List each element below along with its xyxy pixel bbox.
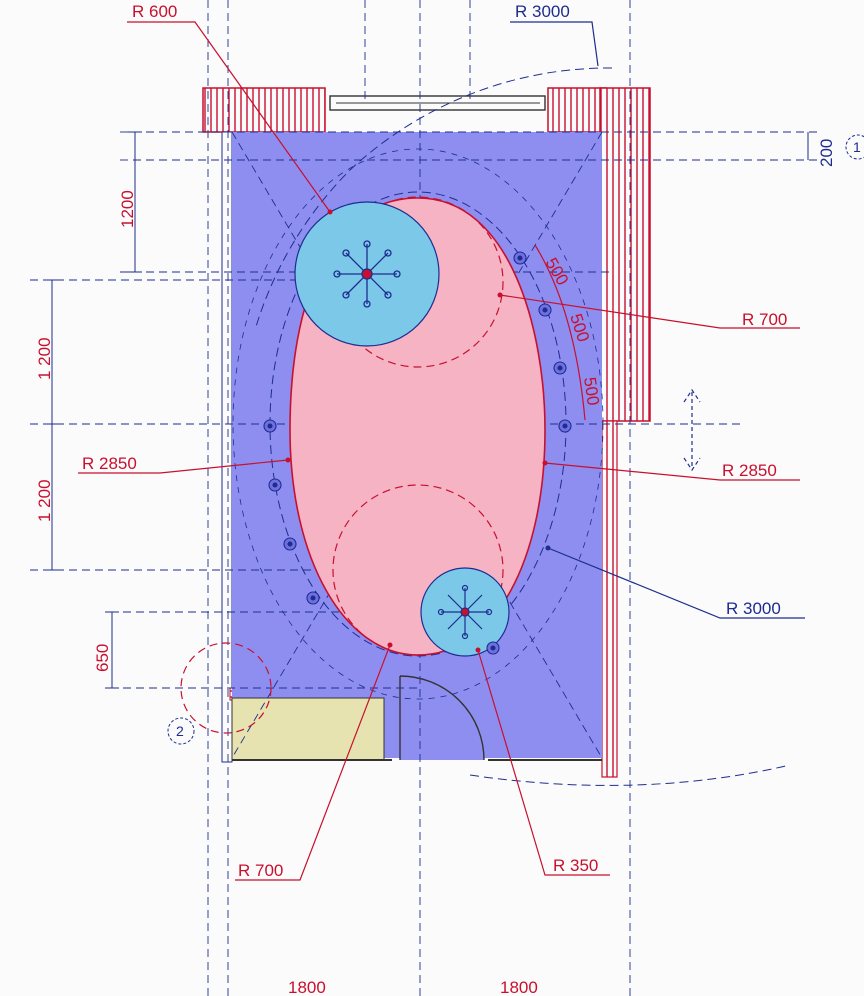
leader-r700-right bbox=[499, 294, 800, 329]
wall-top-right-pier bbox=[547, 87, 607, 133]
wall-left bbox=[221, 131, 233, 763]
label-r700-bottom: R 700 bbox=[238, 861, 283, 880]
section-mark-1: 1 bbox=[845, 134, 864, 160]
wall-right bbox=[599, 87, 651, 422]
leader-r2850-left bbox=[78, 459, 289, 474]
leader-r2850-right bbox=[544, 462, 800, 481]
dim-left-bottom: 650 bbox=[93, 644, 112, 672]
double-arrow-icon bbox=[683, 388, 701, 472]
arc-r700-bottom bbox=[332, 484, 504, 656]
dim-right-top: 200 bbox=[817, 139, 836, 167]
section-mark-1-label: 1 bbox=[853, 139, 861, 155]
leader-r600 bbox=[127, 21, 331, 213]
spotlight-icon bbox=[513, 251, 527, 265]
chandelier-small bbox=[420, 567, 510, 657]
spotlights bbox=[263, 251, 572, 655]
dim-left-lower: 1 200 bbox=[35, 479, 54, 522]
walls bbox=[202, 87, 651, 778]
dim-left-upper: 1200 bbox=[118, 190, 137, 228]
dimension-spacing-arc bbox=[534, 244, 586, 421]
leader-r3000-right bbox=[547, 547, 805, 619]
leader-r700-bottom bbox=[235, 644, 391, 881]
spotlight-icon bbox=[553, 361, 567, 375]
spotlight-icon bbox=[283, 537, 297, 551]
leader-r3000-top bbox=[510, 21, 599, 67]
chandelier-icon bbox=[437, 584, 493, 640]
bench bbox=[231, 697, 385, 761]
window-frame bbox=[329, 95, 546, 111]
inner-guide bbox=[232, 148, 604, 700]
chandelier-icon bbox=[333, 240, 401, 308]
label-r600: R 600 bbox=[132, 2, 177, 21]
spotlight-icon bbox=[558, 419, 572, 433]
leader-arrowheads bbox=[285, 209, 551, 653]
leader-r350 bbox=[477, 649, 610, 876]
section-mark-2-label: 2 bbox=[176, 723, 184, 739]
arc-r3000-bottom bbox=[469, 764, 791, 786]
dim-left-middle: 1 200 bbox=[35, 337, 54, 380]
spotlight-icon bbox=[306, 591, 320, 605]
door-swing bbox=[399, 675, 485, 761]
spotlight-icon bbox=[263, 419, 277, 433]
leaders bbox=[78, 21, 805, 881]
label-r3000-top: R 3000 bbox=[515, 2, 570, 21]
section-mark-2: 2 bbox=[167, 717, 195, 745]
label-r3000-right: R 3000 bbox=[726, 599, 781, 618]
wall-top-left-pier bbox=[202, 87, 326, 133]
section-2-circle bbox=[180, 642, 272, 734]
dim-bottom-right: 1800 bbox=[500, 978, 538, 996]
dim-spacing-3: 500 bbox=[580, 376, 603, 407]
arc-r3000 bbox=[254, 67, 613, 331]
wall-right-lower bbox=[601, 420, 618, 778]
spotlight-icon bbox=[268, 478, 282, 492]
label-r2850-right: R 2850 bbox=[722, 461, 777, 480]
label-r350: R 350 bbox=[553, 856, 598, 875]
spotlight-icon bbox=[538, 303, 552, 317]
label-r2850-left: R 2850 bbox=[82, 454, 137, 473]
dimension-lines bbox=[45, 131, 809, 689]
dim-bottom-left: 1800 bbox=[288, 978, 326, 996]
chandelier-large bbox=[294, 201, 440, 347]
label-r700-right: R 700 bbox=[742, 310, 787, 329]
spotlight-icon bbox=[486, 641, 500, 655]
